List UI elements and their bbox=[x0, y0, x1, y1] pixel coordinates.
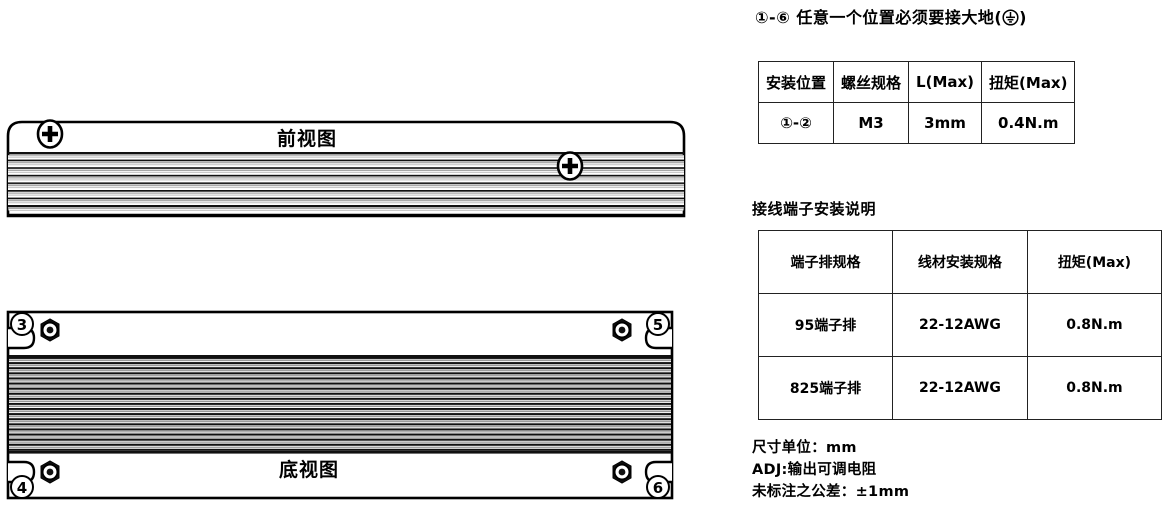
bottom-view: 3 4 5 6 bbox=[6, 310, 674, 500]
ground-note-to: ⑥ bbox=[776, 8, 791, 27]
table-row: 95端子排 22-12AWG 0.8N.m bbox=[758, 293, 1162, 357]
callout-3-label: 3 bbox=[17, 316, 27, 334]
callout-6-label: 6 bbox=[653, 479, 663, 497]
mounting-hole-bottom-right bbox=[612, 460, 632, 484]
ground-screw-2-icon bbox=[556, 151, 584, 181]
callout-3: 3 bbox=[10, 312, 34, 336]
drawing-svg: 3 4 5 6 bbox=[6, 119, 686, 500]
front-view-fins bbox=[8, 152, 684, 211]
ground-note-close: ) bbox=[1019, 8, 1027, 27]
screw-spec-table: 安装位置 螺丝规格 L(Max) 扭矩(Max) ①-② M3 3mm 0.4N… bbox=[757, 61, 1076, 144]
bottom-view-fins bbox=[9, 355, 671, 454]
note-units: 尺寸单位：mm bbox=[752, 440, 857, 456]
col-terminal-spec: 端子排规格 bbox=[758, 230, 893, 294]
callout-5: 5 bbox=[646, 312, 670, 336]
callout-5-label: 5 bbox=[653, 316, 663, 334]
cell-wire-spec: 22-12AWG bbox=[892, 293, 1028, 357]
table-row: ①-② M3 3mm 0.4N.m bbox=[757, 102, 1076, 144]
ground-note-dash: - bbox=[769, 8, 777, 27]
cell-install-position: ①-② bbox=[757, 102, 835, 144]
callout-6: 6 bbox=[646, 475, 670, 499]
col-torque-max: 扭矩(Max) bbox=[1026, 230, 1162, 294]
table-header-row: 端子排规格 线材安装规格 扭矩(Max) bbox=[758, 230, 1162, 294]
col-wire-spec: 线材安装规格 bbox=[892, 230, 1028, 294]
drawing-notes: 尺寸单位：mm ADJ:输出可调电阻 未标注之公差：±1mm bbox=[752, 437, 909, 503]
terminal-section-heading: 接线端子安装说明 bbox=[752, 200, 877, 218]
col-length-max: L(Max) bbox=[908, 61, 983, 103]
col-install-position: 安装位置 bbox=[757, 61, 835, 103]
earth-ground-icon bbox=[1002, 9, 1019, 30]
drawing-panel: 3 4 5 6 前视图 底视图 bbox=[6, 119, 686, 500]
ground-screw-1-icon bbox=[36, 119, 64, 149]
table-row: 825端子排 22-12AWG 0.8N.m bbox=[758, 356, 1162, 420]
table-header-row: 安装位置 螺丝规格 L(Max) 扭矩(Max) bbox=[757, 61, 1076, 103]
front-view bbox=[6, 119, 686, 218]
mounting-hole-bottom-left bbox=[40, 460, 60, 484]
cell-terminal-spec: 95端子排 bbox=[758, 293, 893, 357]
cell-wire-spec: 22-12AWG bbox=[892, 356, 1028, 420]
bottom-view-title: 底视图 bbox=[279, 459, 340, 481]
mounting-hole-top-left bbox=[40, 318, 60, 342]
mounting-hole-top-right bbox=[612, 318, 632, 342]
ground-note-text: 任意一个位置必须要接大地( bbox=[796, 8, 1003, 27]
cell-torque-max: 0.8N.m bbox=[1026, 293, 1162, 357]
ground-note-from: ① bbox=[755, 8, 770, 27]
terminal-spec-table: 端子排规格 线材安装规格 扭矩(Max) 95端子排 22-12AWG 0.8N… bbox=[758, 230, 1162, 420]
front-view-title: 前视图 bbox=[277, 128, 338, 150]
cell-length-max: 3mm bbox=[908, 102, 983, 144]
note-adj: ADJ:输出可调电阻 bbox=[752, 462, 877, 478]
col-screw-spec: 螺丝规格 bbox=[833, 61, 910, 103]
cell-screw-spec: M3 bbox=[833, 102, 910, 144]
ground-connection-note: ①-⑥ 任意一个位置必须要接大地( ) bbox=[755, 4, 1027, 30]
col-torque-max: 扭矩(Max) bbox=[981, 61, 1076, 103]
cell-terminal-spec: 825端子排 bbox=[758, 356, 893, 420]
callout-4-label: 4 bbox=[17, 479, 27, 497]
info-panel: ①-⑥ 任意一个位置必须要接大地( ) 安装位置 螺丝规格 L(Max) 扭矩(… bbox=[740, 0, 1162, 524]
callout-4: 4 bbox=[10, 475, 34, 499]
note-tolerance: 未标注之公差：±1mm bbox=[752, 484, 910, 500]
cell-torque-max: 0.4N.m bbox=[981, 102, 1076, 144]
cell-torque-max: 0.8N.m bbox=[1026, 356, 1162, 420]
